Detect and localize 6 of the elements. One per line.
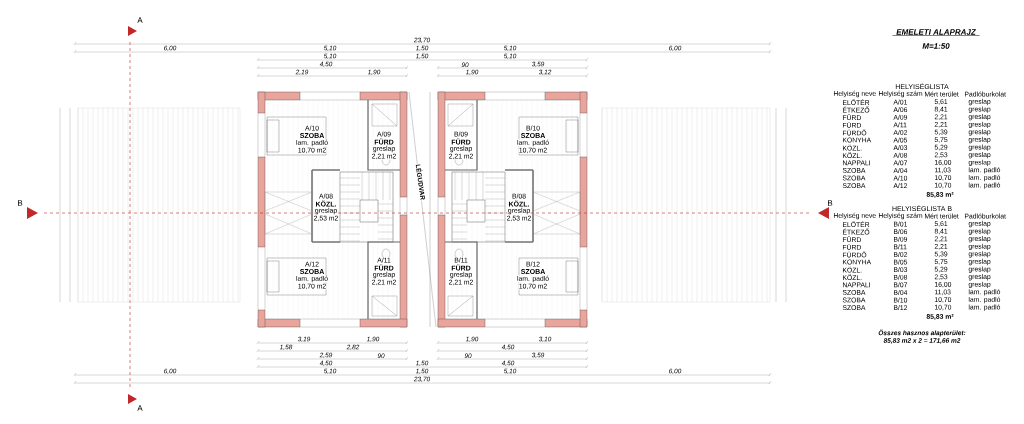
section-label: A: [137, 405, 143, 411]
section-label: B: [18, 200, 23, 206]
section-label: A: [137, 17, 143, 23]
title: EMELETI ALAPRAJZ: [892, 29, 980, 36]
section-label: B: [828, 200, 833, 206]
scale-label: M=1:50: [922, 43, 950, 49]
